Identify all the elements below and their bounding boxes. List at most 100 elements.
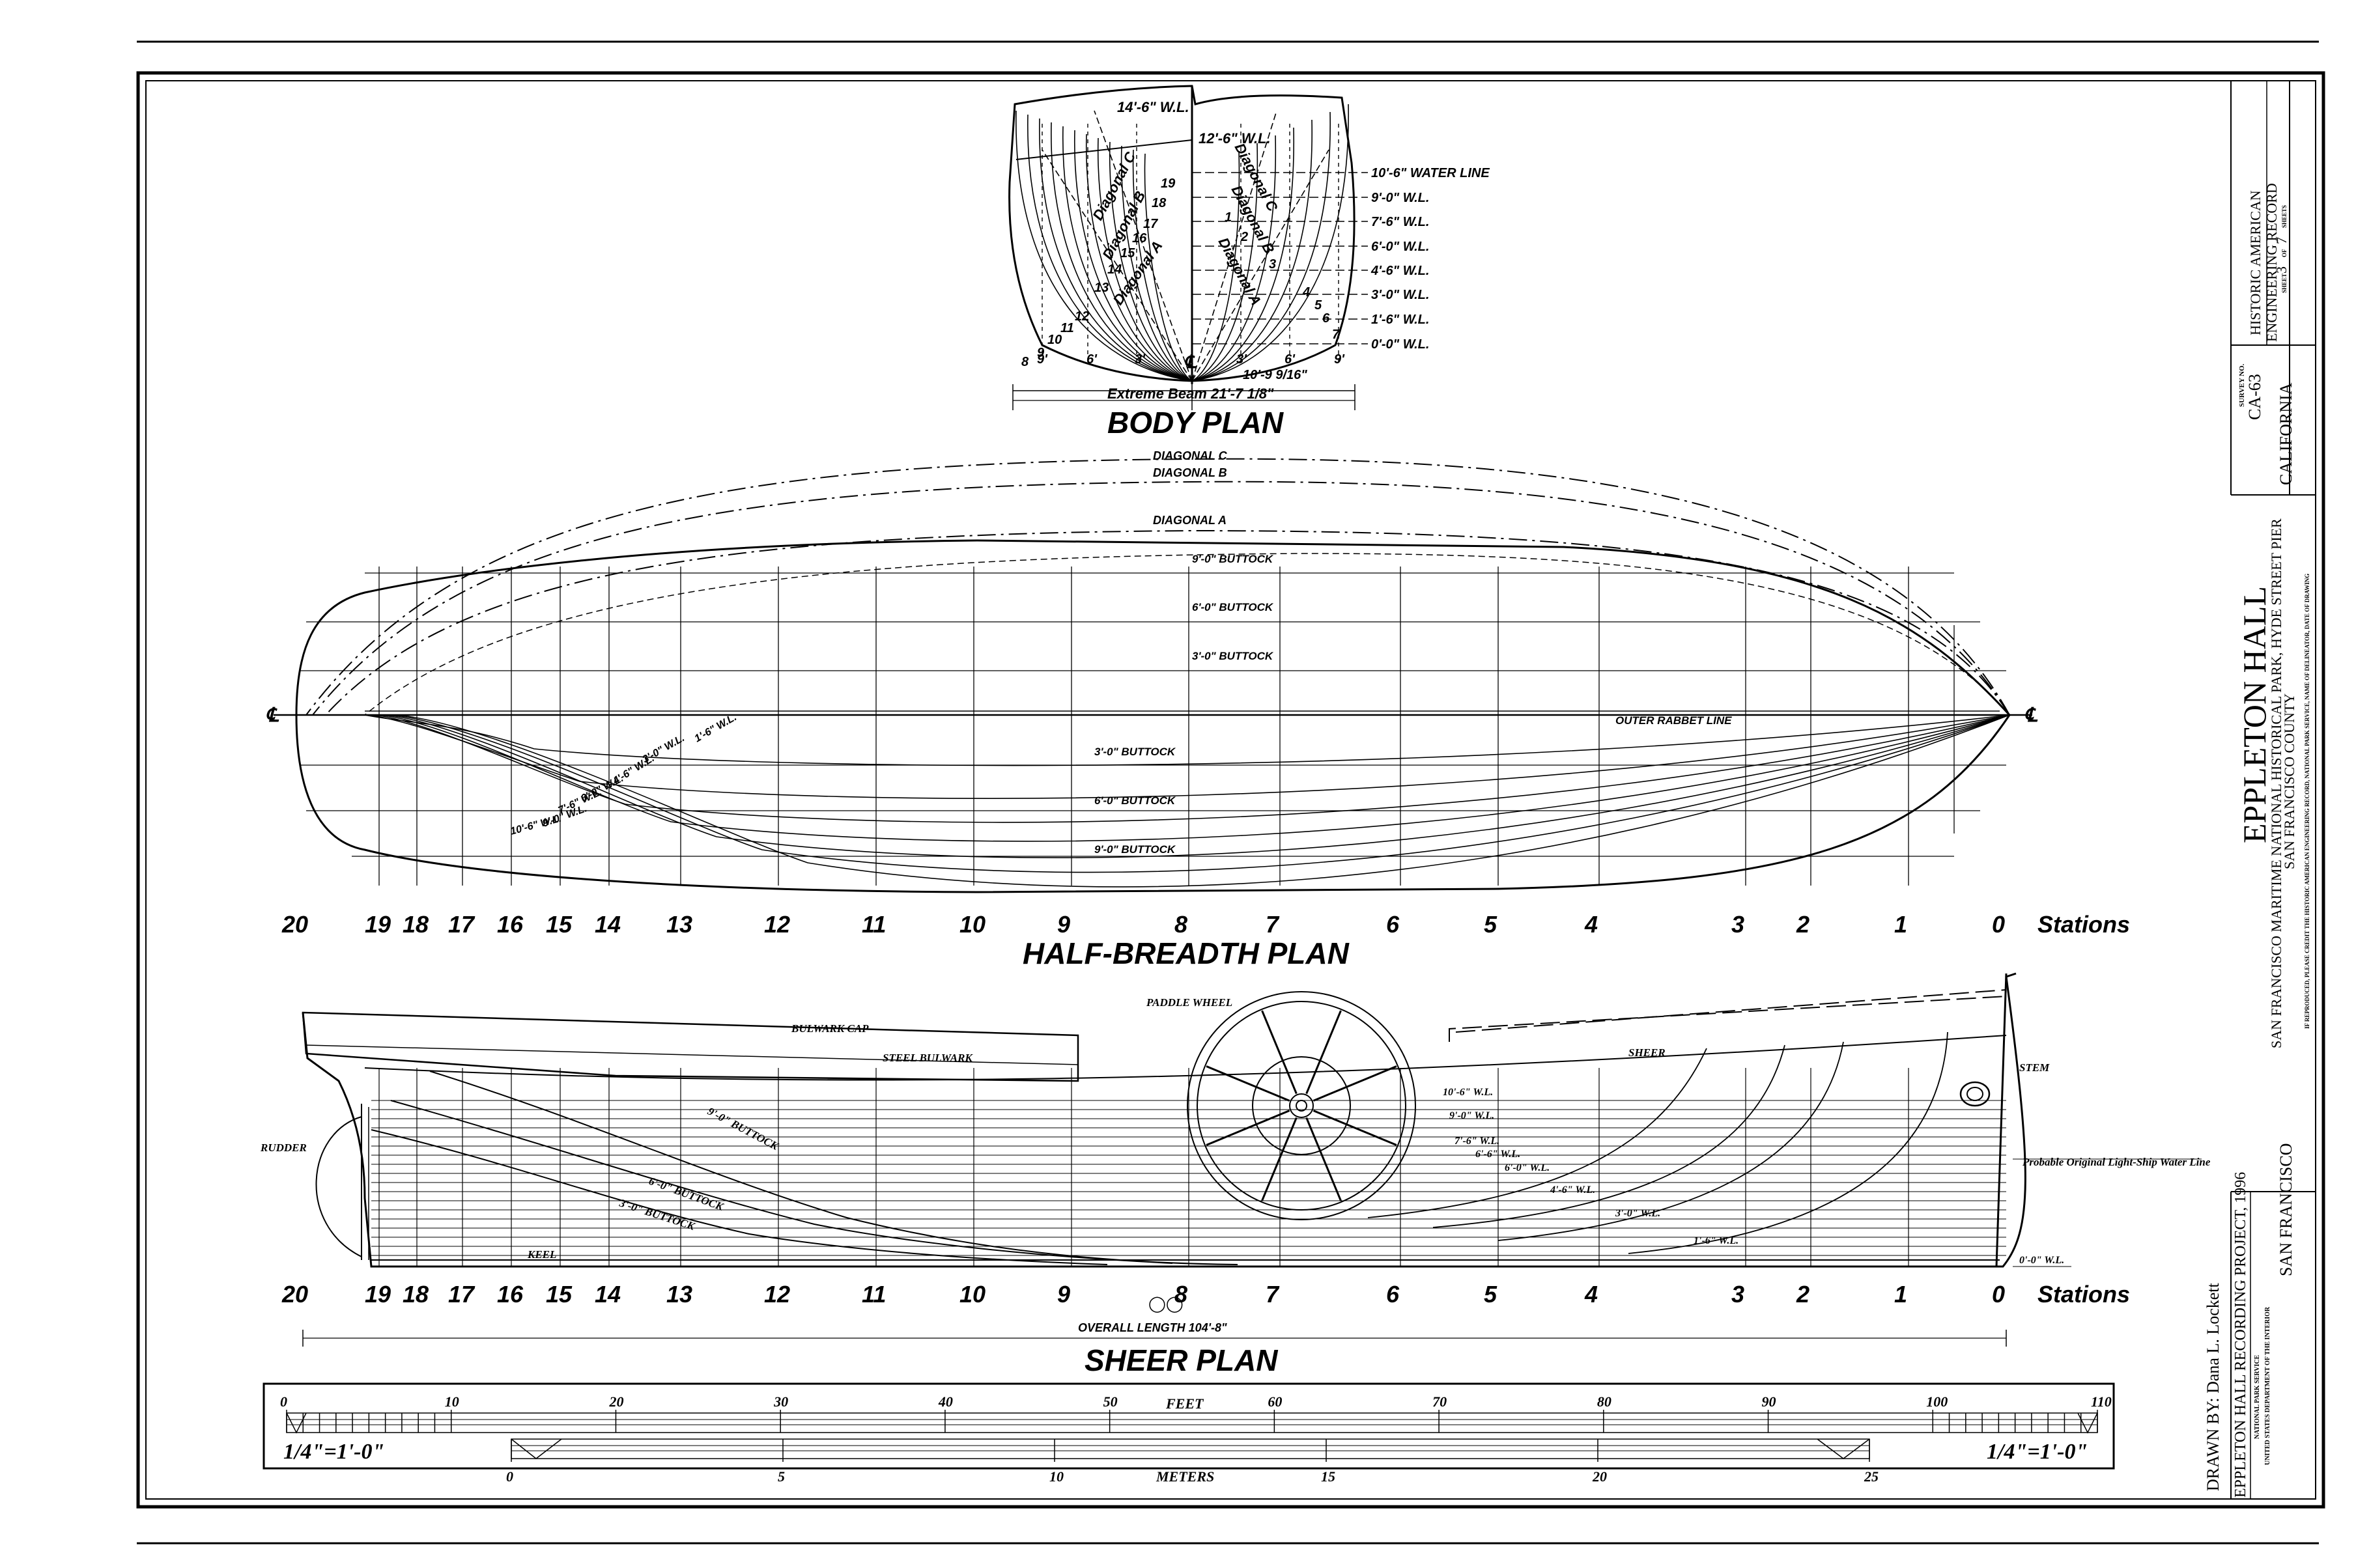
sp-buttock-6: 6'-0" BUTTOCK bbox=[647, 1175, 726, 1214]
hb-buttock-6-upper: 6'-0" BUTTOCK bbox=[1192, 601, 1274, 613]
body-plan-scale-left-3: 3' bbox=[1135, 352, 1146, 367]
hb-station-label: 10 bbox=[959, 911, 986, 938]
body-plan-scale-right-9: 9' bbox=[1334, 352, 1345, 367]
scale-meter-tick-label: 0 bbox=[506, 1468, 513, 1485]
half-breadth-plan bbox=[274, 458, 2032, 893]
title-block-text: DRAWN BY: Dana L. Lockett EPPLETON HALL … bbox=[2204, 183, 2310, 1498]
paddle-wheel bbox=[1187, 991, 1416, 1220]
hawse-pipe bbox=[1959, 1081, 1991, 1107]
bp-station-right: 2 bbox=[1240, 230, 1248, 244]
sp-station-label: 13 bbox=[666, 1281, 692, 1308]
tb-project: EPPLETON HALL RECORDING PROJECT, 1996 bbox=[2232, 1172, 2249, 1498]
scale-feet-tick-label: 90 bbox=[1762, 1393, 1776, 1410]
bp-station-left: 11 bbox=[1060, 321, 1074, 335]
body-plan-upper-label: 12'-6" W.L. bbox=[1199, 130, 1271, 147]
body-plan-half-beam: 10'-9 9/16" bbox=[1243, 368, 1307, 382]
bp-waterline-label: 6'-0" W.L. bbox=[1371, 240, 1429, 254]
hb-station-label: 3 bbox=[1731, 911, 1744, 938]
bp-waterline-label: 0'-0" W.L. bbox=[1371, 337, 1429, 352]
bp-station-left: 19 bbox=[1161, 176, 1176, 191]
sp-station-label: 8 bbox=[1174, 1281, 1187, 1308]
hb-centerline-left: ℄ bbox=[266, 705, 279, 726]
sp-waterline-label: 6'-6" W.L. bbox=[1475, 1149, 1520, 1160]
tb-sheet-of: OF bbox=[2281, 249, 2288, 257]
sp-station-label: 16 bbox=[497, 1281, 524, 1308]
sp-lightship-waterline: Probable Original Light-Ship Water Line bbox=[2022, 1156, 2211, 1168]
sp-overall-length: OVERALL LENGTH 104'-8" bbox=[1078, 1321, 1227, 1334]
sp-station-label: 9 bbox=[1057, 1281, 1070, 1308]
sp-station-label: 11 bbox=[862, 1281, 886, 1308]
sp-waterline-label: 4'-6" W.L. bbox=[1550, 1184, 1595, 1196]
bp-station-right: 7 bbox=[1332, 328, 1340, 342]
scale-bar bbox=[263, 1382, 2115, 1470]
body-plan-scale-left-9: 9' bbox=[1037, 352, 1048, 367]
bp-station-right: 6 bbox=[1322, 311, 1330, 326]
tb-drawn-by: DRAWN BY: Dana L. Lockett bbox=[2204, 1282, 2222, 1491]
bp-station-left: 14 bbox=[1107, 262, 1122, 277]
scale-feet-tick-label: 10 bbox=[445, 1393, 459, 1410]
tb-sheets-word: SHEETS bbox=[2281, 205, 2288, 228]
sheet-frame bbox=[136, 40, 2325, 1545]
scale-meter-tick-label: 20 bbox=[1592, 1468, 1607, 1485]
sp-waterline-label: 1'-6" W.L. bbox=[1694, 1235, 1739, 1246]
scale-feet-tick-label: 110 bbox=[2091, 1393, 2112, 1410]
bp-station-left: 17 bbox=[1143, 217, 1158, 231]
tb-survey-no: CA-63 bbox=[2245, 374, 2264, 420]
body-plan-centerline-mark: ℄ bbox=[1184, 352, 1197, 372]
scale-meter-tick-label: 10 bbox=[1049, 1468, 1064, 1485]
scale-feet-tick-label: 60 bbox=[1268, 1393, 1282, 1410]
hb-stations-suffix: Stations bbox=[2037, 911, 2130, 938]
sp-station-label: 7 bbox=[1266, 1281, 1280, 1308]
sp-station-label: 17 bbox=[448, 1281, 475, 1308]
sp-waterline-label: 3'-0" W.L. bbox=[1615, 1208, 1660, 1219]
sp-waterline-label: 6'-0" W.L. bbox=[1505, 1162, 1550, 1173]
hb-outer-rabbet-line: OUTER RABBET LINE bbox=[1615, 714, 1732, 727]
tb-agency: NATIONAL PARK SERVICE bbox=[2254, 1354, 2261, 1439]
title-block bbox=[2230, 81, 2316, 1499]
sp-steel-bulwark: STEEL BULWARK bbox=[883, 1052, 973, 1064]
hb-station-label: 16 bbox=[497, 911, 524, 938]
bp-station-left: 10 bbox=[1047, 333, 1062, 347]
tb-sheet-word: SHEET bbox=[2281, 273, 2288, 293]
hb-station-label: 20 bbox=[281, 911, 308, 938]
hb-buttock-3-upper: 3'-0" BUTTOCK bbox=[1192, 650, 1274, 662]
bp-station-left: 15 bbox=[1120, 246, 1135, 260]
bp-waterline-label: 10'-6" WATER LINE bbox=[1371, 166, 1490, 180]
half-breadth-labels: DIAGONAL C DIAGONAL B DIAGONAL A 9'-0" B… bbox=[266, 449, 2130, 970]
tb-survey-label: SURVEY NO. bbox=[2238, 363, 2246, 407]
bp-waterline-label: 7'-6" W.L. bbox=[1371, 215, 1429, 229]
sheer-plan bbox=[302, 972, 2202, 1347]
tb-dept: UNITED STATES DEPARTMENT OF THE INTERIOR bbox=[2264, 1306, 2271, 1465]
bp-station-right: 1 bbox=[1225, 210, 1232, 225]
sp-waterline-label: 0'-0" W.L. bbox=[2019, 1255, 2064, 1266]
scale-feet-tick-label: 80 bbox=[1597, 1393, 1611, 1410]
sp-waterline-label: 10'-6" W.L. bbox=[1443, 1087, 1493, 1098]
hb-station-label: 15 bbox=[546, 911, 573, 938]
hb-station-label: 13 bbox=[666, 911, 692, 938]
bp-station-left: 9 bbox=[1037, 346, 1045, 360]
hb-station-label: 17 bbox=[448, 911, 475, 938]
hb-centerline-right: ℄ bbox=[2024, 705, 2038, 726]
bp-station-left: 18 bbox=[1152, 196, 1167, 210]
hb-station-label: 2 bbox=[1796, 911, 1810, 938]
sp-station-label: 5 bbox=[1484, 1281, 1497, 1308]
hb-station-label: 9 bbox=[1057, 911, 1070, 938]
sp-station-label: 3 bbox=[1731, 1281, 1744, 1308]
body-plan bbox=[1008, 85, 1368, 410]
bp-station-left: 16 bbox=[1132, 231, 1147, 245]
sp-station-label: 19 bbox=[365, 1281, 391, 1308]
bp-station-left: 12 bbox=[1075, 309, 1089, 324]
tb-haer-line2: ENGINEERING RECORD bbox=[2264, 183, 2280, 342]
hb-waterline-label: 10'-6" W.L. bbox=[509, 813, 563, 837]
tb-sheet-total: 7 bbox=[2273, 237, 2290, 244]
sp-station-label: 14 bbox=[595, 1281, 621, 1308]
sp-stations-suffix: Stations bbox=[2037, 1281, 2130, 1308]
bp-station-right: 3 bbox=[1269, 257, 1276, 272]
scale-feet-tick-label: 70 bbox=[1432, 1393, 1447, 1410]
hb-station-label: 14 bbox=[595, 911, 621, 938]
body-plan-extreme-beam: Extreme Beam 21'-7 1/8" bbox=[1107, 385, 1274, 402]
sp-keel: KEEL bbox=[527, 1248, 556, 1261]
sp-station-label: 0 bbox=[1992, 1281, 2005, 1308]
